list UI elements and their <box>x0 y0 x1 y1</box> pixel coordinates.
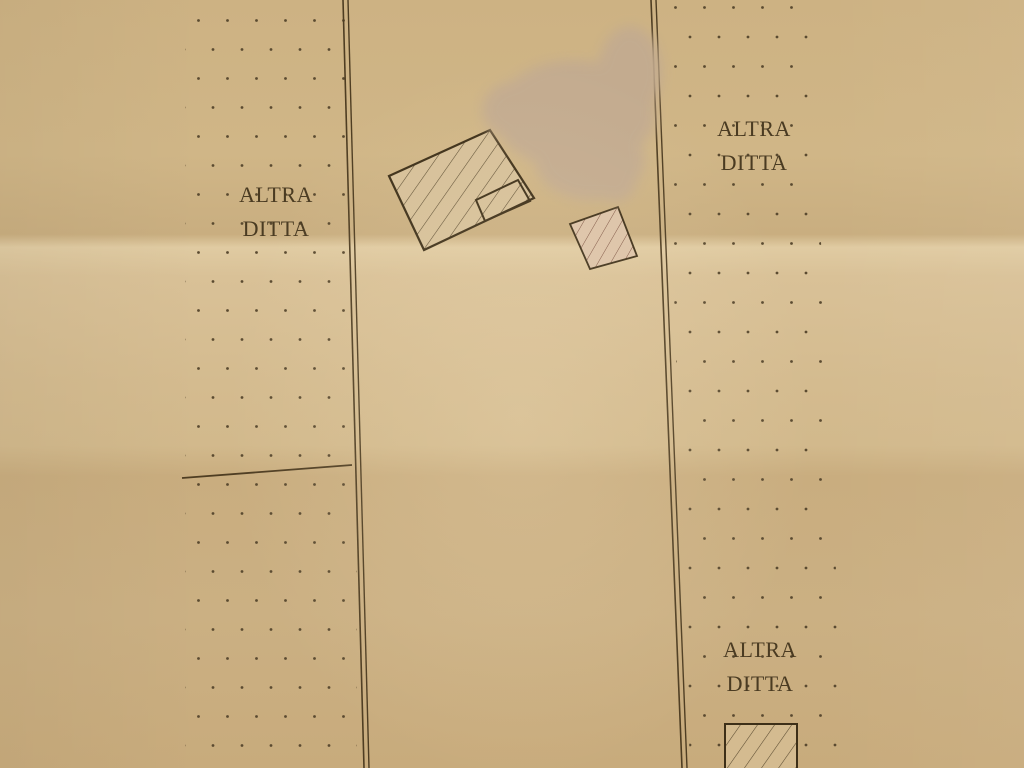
neighbour-label-line2: DITTA <box>726 671 794 696</box>
main-building <box>387 128 536 252</box>
right-boundary-line <box>650 0 688 768</box>
small-building-bottom-right <box>724 723 798 768</box>
neighbour-label-line1: ALTRA <box>723 637 797 662</box>
neighbour-label-right-top: ALTRA DITTA <box>698 112 810 180</box>
neighbour-label-line2: DITTA <box>242 216 310 241</box>
left-boundary-line <box>342 0 370 768</box>
small-building-center <box>568 205 639 271</box>
neighbour-label-right-bottom: ALTRA DITTA <box>704 633 816 701</box>
left-parcel-dots <box>185 10 357 768</box>
neighbour-label-line1: ALTRA <box>717 116 791 141</box>
redacted-area <box>482 26 662 202</box>
parcel-divider-line <box>181 464 353 479</box>
right-parcel-dots <box>664 0 845 768</box>
neighbour-label-left: ALTRA DITTA <box>220 178 332 246</box>
neighbour-label-line1: ALTRA <box>239 182 313 207</box>
neighbour-label-line2: DITTA <box>720 150 788 175</box>
